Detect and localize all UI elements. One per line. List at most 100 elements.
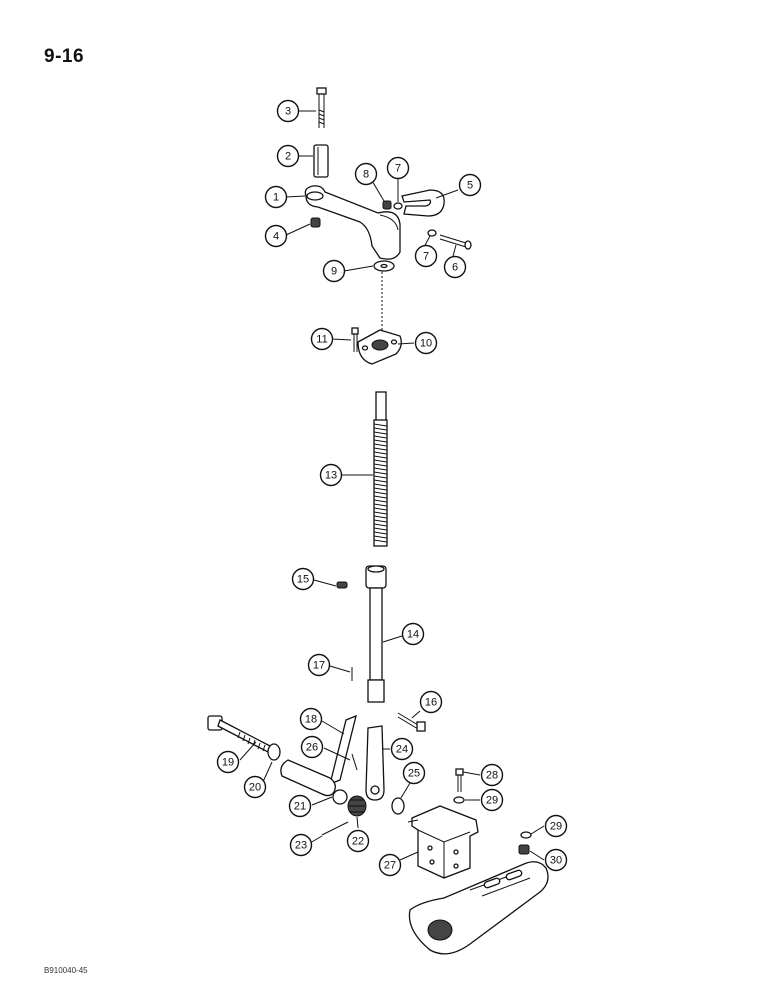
callout-number: 22 <box>352 836 364 848</box>
callout-13: 13 <box>319 463 343 487</box>
washer-part-21 <box>332 789 348 805</box>
callout-29a: 29 <box>480 788 504 812</box>
callout-14: 14 <box>401 622 425 646</box>
bracket-part-27 <box>407 805 479 879</box>
tube-part-14 <box>365 565 387 703</box>
callout-19: 19 <box>216 750 240 774</box>
callout-circle <box>401 622 425 646</box>
callout-24: 24 <box>390 737 414 761</box>
bolt-part-28 <box>455 768 464 792</box>
callout-number: 7 <box>395 163 401 175</box>
page-number: 9-16 <box>44 46 85 67</box>
washer-part-25 <box>391 797 405 815</box>
callout-number: 5 <box>467 180 473 192</box>
bolt-part-16 <box>397 712 426 732</box>
callout-circle <box>414 244 438 268</box>
callout-8: 8 <box>354 162 378 186</box>
callout-number: 19 <box>222 757 234 769</box>
callout-30: 30 <box>544 848 568 872</box>
callout-circle <box>276 144 300 168</box>
callout-number: 17 <box>313 660 325 672</box>
callout-1: 1 <box>264 185 288 209</box>
callout-29b: 29 <box>544 814 568 838</box>
callout-21: 21 <box>288 794 312 818</box>
flange-bearing-part-10 <box>357 329 402 365</box>
callout-number: 3 <box>285 106 291 118</box>
callout-26: 26 <box>300 735 324 759</box>
callout-4: 4 <box>264 224 288 248</box>
callout-15: 15 <box>291 567 315 591</box>
callout-circle <box>458 173 482 197</box>
callout-20: 20 <box>243 775 267 799</box>
callout-18: 18 <box>299 707 323 731</box>
callout-circle <box>299 707 323 731</box>
callout-number: 29 <box>550 821 562 833</box>
parts-drawing <box>207 87 549 955</box>
callout-number: 27 <box>384 860 396 872</box>
callout-circle <box>291 567 315 591</box>
nut-part-4 <box>310 217 321 228</box>
callout-17: 17 <box>307 653 331 677</box>
figure-code: B910040-45 <box>44 966 88 975</box>
callout-28: 28 <box>480 763 504 787</box>
callout-number: 11 <box>316 334 327 346</box>
callout-number: 8 <box>363 169 369 181</box>
spacer-tube <box>280 759 336 797</box>
callout-circle <box>378 853 402 877</box>
callout-number: 14 <box>407 629 419 641</box>
callout-number: 10 <box>420 338 432 350</box>
callout-labels: 1234567789101113141516171819202122232425… <box>216 99 568 877</box>
callout-circle <box>443 255 467 279</box>
callout-circle <box>544 848 568 872</box>
callout-6: 6 <box>443 255 467 279</box>
washer-part-20 <box>267 743 281 761</box>
bushing-part-22 <box>347 795 367 817</box>
callout-circle <box>480 788 504 812</box>
callout-number: 25 <box>408 768 420 780</box>
callout-5: 5 <box>458 173 482 197</box>
callout-number: 1 <box>273 192 279 204</box>
callout-number: 23 <box>295 840 307 852</box>
callout-circle <box>402 761 426 785</box>
callout-number: 9 <box>331 266 337 278</box>
callout-22: 22 <box>346 829 370 853</box>
callout-16: 16 <box>419 690 443 714</box>
callout-circle <box>544 814 568 838</box>
callout-9: 9 <box>322 259 346 283</box>
callout-circle <box>390 737 414 761</box>
callout-number: 16 <box>425 697 437 709</box>
callout-circle <box>307 653 331 677</box>
nut-part-30 <box>518 844 530 855</box>
lever-part-24 <box>365 725 385 801</box>
callout-circle <box>322 259 346 283</box>
callout-7b: 7 <box>414 244 438 268</box>
callout-circle <box>346 829 370 853</box>
callout-circle <box>288 794 312 818</box>
bolt-part-19 <box>207 715 271 753</box>
bolt-part-3 <box>316 87 327 128</box>
callout-number: 2 <box>285 151 291 163</box>
callout-3: 3 <box>276 99 300 123</box>
callout-number: 15 <box>297 574 309 586</box>
callout-number: 7 <box>423 251 429 263</box>
pin-part-6 <box>439 234 472 250</box>
callout-circle <box>386 156 410 180</box>
washer-part-29-upper <box>453 796 465 804</box>
callout-number: 6 <box>452 262 458 274</box>
callout-number: 18 <box>305 714 317 726</box>
callout-number: 26 <box>306 742 318 754</box>
callout-number: 21 <box>294 801 306 813</box>
callout-circle <box>354 162 378 186</box>
callout-7a: 7 <box>386 156 410 180</box>
clevis-part-5 <box>401 189 445 217</box>
washer-part-7-lower <box>427 229 437 237</box>
callout-number: 29 <box>486 795 498 807</box>
callout-number: 20 <box>249 782 261 794</box>
nut-part-8 <box>382 200 392 210</box>
callout-circle <box>264 224 288 248</box>
lever-part-18 <box>329 714 357 786</box>
sleeve-part-2 <box>313 144 329 178</box>
callout-circle <box>243 775 267 799</box>
callout-circle <box>300 735 324 759</box>
